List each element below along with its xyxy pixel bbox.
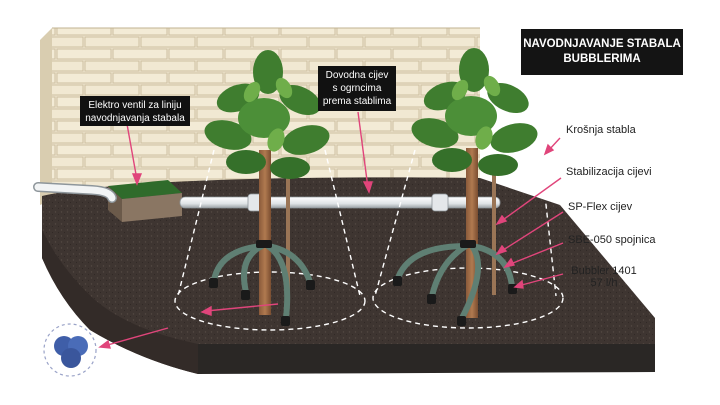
callout-arrows — [98, 111, 564, 349]
bubbler-label: Bubbler 1401 57 l/h — [568, 265, 640, 289]
stabilization-label: Stabilizacija cijevi — [566, 166, 652, 178]
sbe-coupling-label: SBE-050 spojnica — [568, 234, 656, 246]
valve-callout-line-1: Elektro ventil za liniju — [88, 100, 182, 111]
valve-callout-line-2: navodnjavanja stabala — [85, 113, 185, 124]
supply-callout-line-2: s ogrncima — [332, 83, 382, 94]
canopy-label: Krošnja stabla — [566, 124, 636, 136]
valve-callout-box: Elektro ventil za liniju navodnjavanja s… — [80, 96, 190, 126]
diagram-title: NAVODNJAVANJE STABALA BUBBLERIMA — [521, 29, 683, 75]
bubbler-pattern-icon — [43, 323, 97, 377]
tree-left — [204, 50, 330, 326]
supply-pipe-callout-box: Dovodna cijev s ogrncima prema stablima — [318, 66, 396, 111]
soil-bed — [42, 177, 655, 374]
title-line-2: BUBBLERIMA — [563, 53, 641, 65]
sp-flex-label: SP-Flex cijev — [568, 201, 633, 213]
valve-box — [108, 180, 182, 222]
bubbler-label-line-1: Bubbler 1401 — [571, 265, 637, 277]
supply-callout-line-1: Dovodna cijev — [325, 70, 389, 81]
bubbler-label-line-2: 57 l/h — [590, 277, 618, 289]
tree-right — [393, 48, 538, 326]
title-line-1: NAVODNJAVANJE STABALA — [523, 38, 681, 50]
canopy-projection-lines — [174, 149, 564, 331]
supply-callout-line-3: prema stablima — [322, 96, 392, 107]
